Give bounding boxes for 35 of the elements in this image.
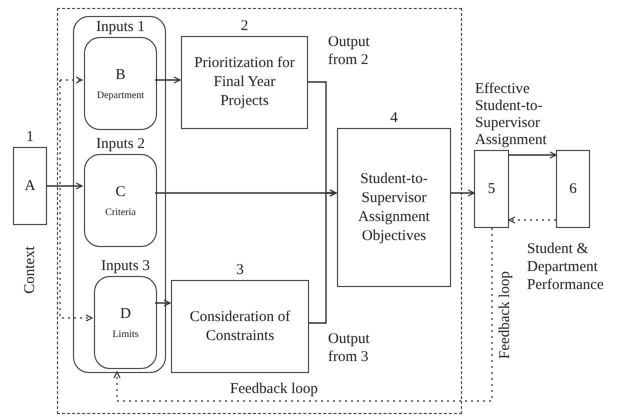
performance-box <box>556 150 590 228</box>
node-text: 6 <box>568 180 578 198</box>
node-caption: Context <box>21 245 39 296</box>
node-text: C <box>114 182 126 202</box>
dotted-arrow <box>60 76 83 84</box>
inputs-group <box>73 16 166 373</box>
node-text: D <box>119 304 132 324</box>
arrow <box>509 151 557 159</box>
node-text: Prioritization for Final Year Projects <box>193 54 296 111</box>
node-text: Limits <box>112 328 139 340</box>
node-heading: Effective Student-to-Supervisor Assignment <box>475 81 548 149</box>
dotted-arrow <box>508 216 556 224</box>
node-text: B <box>114 66 126 84</box>
node-heading: Inputs 3 <box>101 258 150 275</box>
dotted-arrow <box>59 80 93 322</box>
node-text: Department <box>96 88 144 102</box>
arrow <box>308 189 337 324</box>
node-text: Student-to-Supervisor Assignment Objectives <box>357 170 431 246</box>
node-text: A <box>24 176 36 196</box>
arrow <box>47 182 83 190</box>
node-heading: 3 <box>236 262 244 279</box>
node-heading: Inputs 1 <box>96 19 145 36</box>
arrow <box>155 76 181 84</box>
node-heading: 1 <box>26 129 34 146</box>
node-text: 5 <box>486 180 496 198</box>
node-text: Consideration of Constraints <box>188 308 292 346</box>
node-caption: Student & Department Performance <box>527 240 605 294</box>
rotated-label: Feedback loop <box>496 270 514 361</box>
dotted-arrow <box>113 228 493 402</box>
node-heading: 4 <box>390 110 398 127</box>
node-heading: Inputs 2 <box>96 136 145 153</box>
arrow <box>450 189 475 197</box>
arrow <box>155 299 171 307</box>
node-heading: 2 <box>240 18 248 35</box>
node-text: Criteria <box>105 206 136 218</box>
